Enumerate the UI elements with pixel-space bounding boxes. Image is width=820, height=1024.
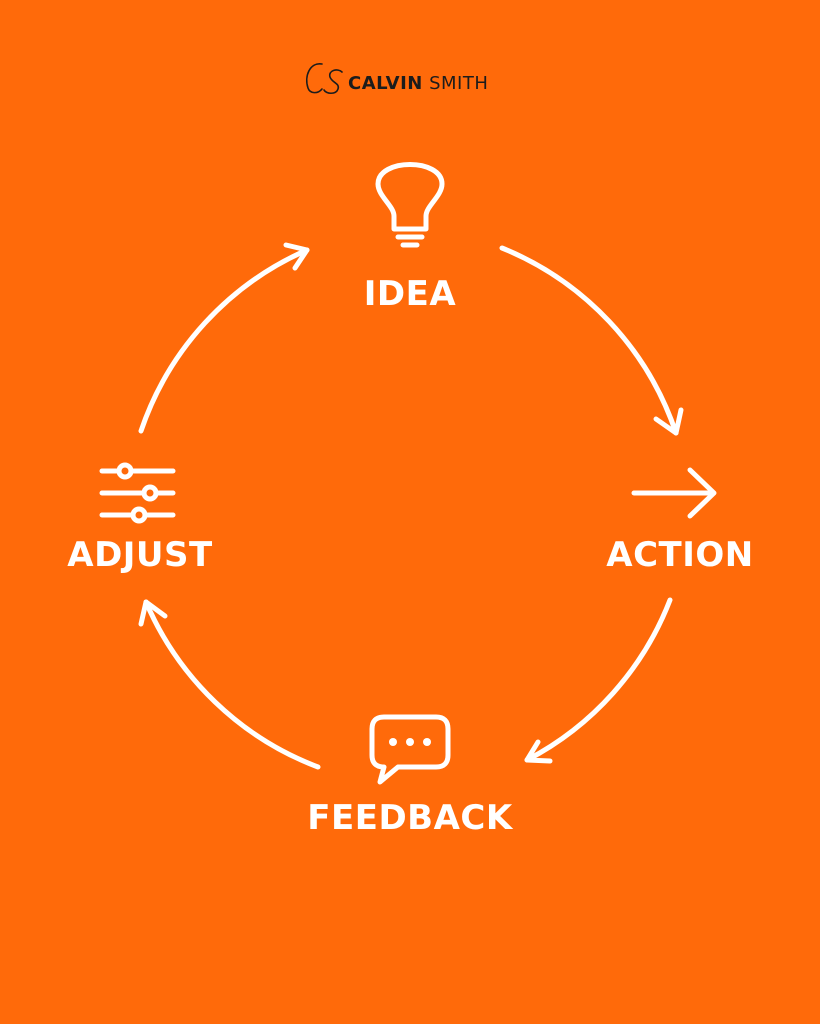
cycle-arrow-adjust-to-idea-head	[283, 242, 310, 271]
cycle-arrow-action-to-feedback	[524, 597, 673, 763]
monogram-c-stroke	[306, 63, 323, 94]
cycle-arrow-feedback-to-adjust-head	[138, 599, 168, 627]
sliders-icon	[99, 462, 176, 524]
brand-first-name: CALVIN	[348, 73, 423, 94]
stage-label-adjust: ADJUST	[67, 535, 213, 575]
brand-monogram: CS	[306, 63, 343, 95]
cycle-arrows	[138, 242, 684, 770]
arrow-right-icon	[631, 467, 717, 519]
stage-label-idea: IDEA	[363, 274, 457, 314]
speech-bubble-icon	[369, 714, 451, 785]
cycle-arrow-adjust-to-idea	[138, 247, 310, 434]
monogram-s-stroke	[323, 69, 343, 95]
cycle-arrow-idea-to-action-head	[653, 407, 684, 436]
brand-logo: CS CALVIN SMITH	[0, 56, 820, 100]
cycle-arrow-idea-to-action	[499, 245, 679, 436]
stage-label-feedback: FEEDBACK	[307, 798, 513, 838]
brand-last-name: SMITH	[429, 73, 489, 94]
cycle-arrow-feedback-to-adjust	[143, 599, 321, 770]
speech-bubble-dots	[389, 738, 431, 746]
brand-name: CALVIN SMITH	[348, 73, 488, 95]
cycle-arrow-action-to-feedback-head	[524, 739, 553, 764]
stage-label-action: ACTION	[606, 535, 754, 575]
lightbulb-icon	[375, 162, 445, 248]
